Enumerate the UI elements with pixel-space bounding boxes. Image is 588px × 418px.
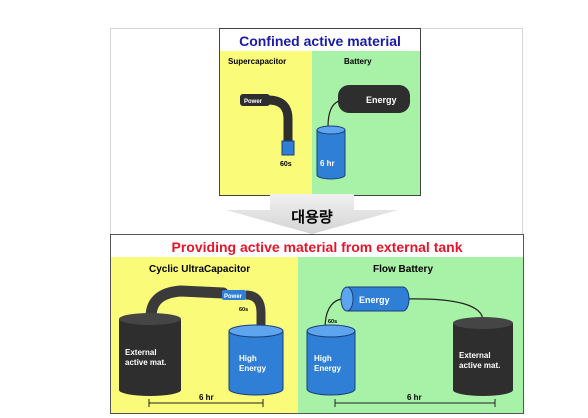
ultracap-small-time: 60s [239,307,248,313]
flow-right-line [402,298,484,322]
battery-label: Battery [344,57,372,66]
ultracap-high-line1: High [239,354,257,363]
ultracap-span-label: 6 hr [199,393,214,402]
frame-line-left [110,28,111,234]
ultracap-external-line1: External [125,348,157,357]
flow-small-time: 60s [328,319,337,325]
top-title: Confined active material [239,33,401,49]
flow-external-line2: active mat. [459,361,500,370]
flow-high-line1: High [314,354,332,363]
arrow-label: 대용량 [291,208,333,226]
confined-material-diagram: Confined active material Supercapacitor … [220,29,420,195]
supercapacitor-label: Supercapacitor [228,57,286,66]
confined-material-panel: Confined active material Supercapacitor … [219,28,421,196]
ultracap-external-line2: active mat. [125,358,166,367]
power-label: Power [244,99,263,105]
flow-span-label: 6 hr [407,393,422,402]
cyclic-ultracapacitor-label: Cyclic UltraCapacitor [149,264,250,275]
battery-time: 6 hr [320,159,335,168]
ultracap-power-label: Power [224,294,243,300]
ultracap-high-line2: Energy [239,364,267,373]
ultracap-return-hose [245,290,266,333]
flow-energy-label: Energy [359,295,390,305]
bottom-title: Providing active material from external … [172,239,463,255]
supercapacitor-time: 60s [280,161,292,168]
ultracap-high-energy-tank-top [228,324,284,338]
ultracap-external-tank [119,319,181,396]
flow-high-energy-tank [306,330,356,396]
external-tank-diagram: Providing active material from external … [111,235,523,413]
ultracap-hose [145,285,229,323]
down-arrow [226,194,398,234]
energy-tank [338,85,410,113]
flow-battery-label: Flow Battery [373,264,433,275]
power-tank [240,94,270,106]
battery-cylinder-top [316,125,346,135]
battery-line [327,100,340,128]
flow-high-energy-tank-top [306,324,356,338]
frame-line-right [522,28,523,234]
battery-cylinder [316,129,346,180]
flow-external-tank [453,323,513,396]
supercapacitor-hose [267,95,293,141]
ultracap-power-box [222,290,246,300]
flow-external-tank-top [453,317,513,329]
flow-energy-cylinder-cap [340,286,354,312]
supercapacitor-cup [281,140,295,156]
flow-high-line2: Energy [314,364,342,373]
external-tank-panel: Providing active material from external … [110,234,524,414]
ultracap-high-energy-tank [228,330,284,396]
flow-external-line1: External [459,351,491,360]
ultracap-external-tank-top [119,313,181,325]
flow-energy-cylinder [346,286,410,312]
energy-label: Energy [366,95,397,105]
supercapacitor-zone [220,51,312,195]
